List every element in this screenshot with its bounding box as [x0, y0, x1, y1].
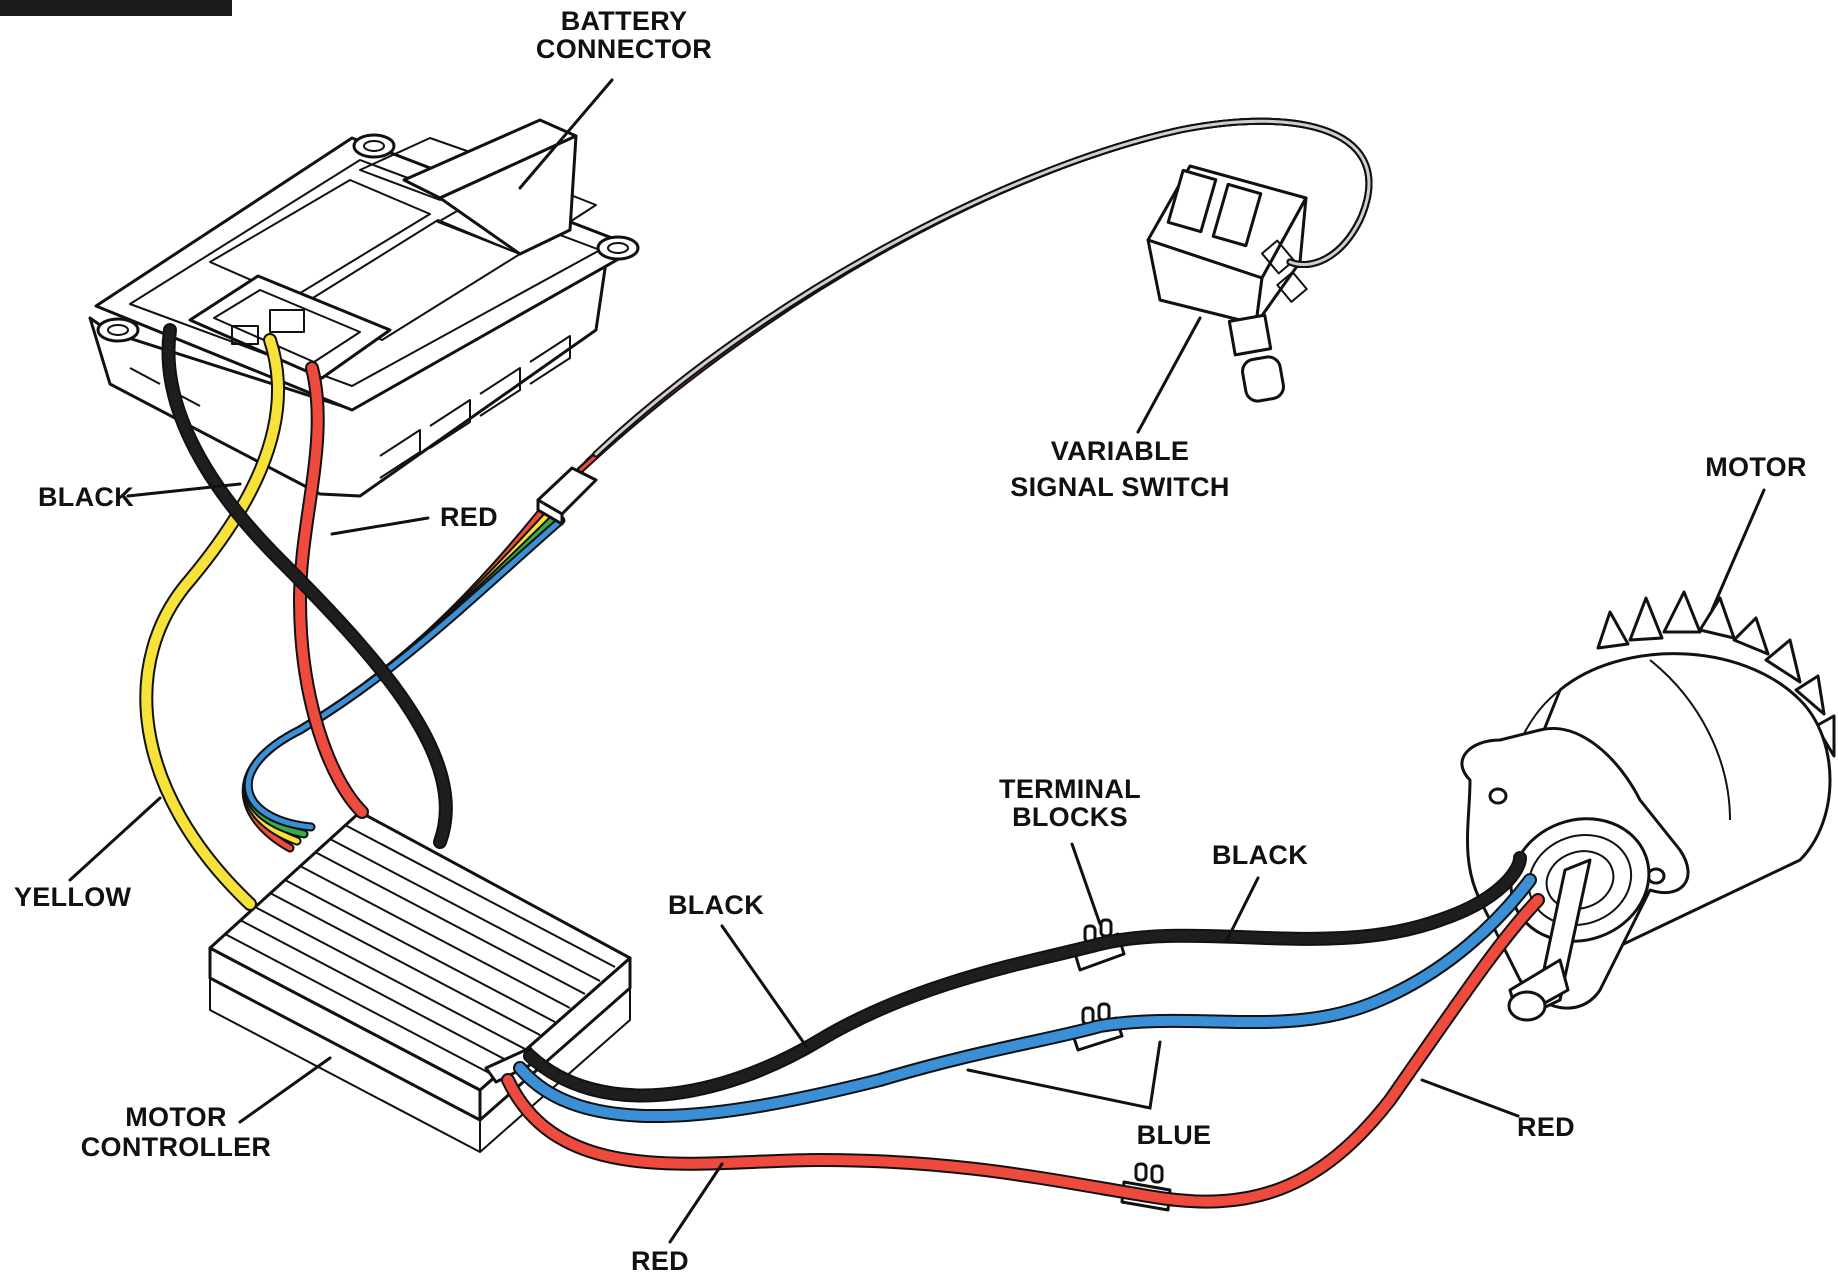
- variable-signal-switch: [1146, 164, 1308, 403]
- label-variable-switch-1: VARIABLE: [1051, 436, 1189, 466]
- leader-terminal-blocks: [1070, 842, 1102, 926]
- power-wires: [139, 323, 1545, 1209]
- label-motor: MOTOR: [1705, 452, 1807, 482]
- leader-red-right: [1420, 1078, 1520, 1118]
- harness-grey-3: [594, 119, 1371, 456]
- wire-red-lower: [503, 895, 1543, 1207]
- motor: [1460, 590, 1836, 1022]
- label-black-top: BLACK: [38, 482, 134, 512]
- leader-yellow: [68, 796, 162, 882]
- label-motor-controller-1: MOTOR: [125, 1102, 227, 1132]
- label-motor-controller-2: CONTROLLER: [81, 1132, 271, 1162]
- wire-black-lower: [525, 853, 1525, 1101]
- label-red-bottom: RED: [631, 1246, 689, 1276]
- label-black-mid: BLACK: [668, 890, 764, 920]
- wire-blue-lower: [515, 875, 1535, 1122]
- label-blue: BLUE: [1137, 1120, 1212, 1150]
- label-variable-switch-2: SIGNAL SWITCH: [1010, 472, 1229, 502]
- wire-black-top: [163, 325, 451, 847]
- wire-red-top: [295, 363, 367, 817]
- leader-variable-switch: [1136, 316, 1202, 434]
- label-battery-connector-1: BATTERY: [561, 6, 688, 36]
- leader-black-right: [1224, 876, 1260, 944]
- leader-motor: [1710, 488, 1766, 612]
- label-black-right: BLACK: [1212, 840, 1308, 870]
- leader-battery-connector: [518, 78, 614, 190]
- label-terminal-blocks-2: BLOCKS: [1012, 802, 1128, 832]
- label-battery-connector-2: CONNECTOR: [536, 34, 712, 64]
- battery-connector: [88, 118, 640, 498]
- leader-black-top: [126, 482, 242, 498]
- leader-blue: [966, 1040, 1162, 1110]
- label-terminal-blocks-1: TERMINAL: [999, 774, 1141, 804]
- signal-connector: [536, 466, 598, 526]
- label-red-right: RED: [1517, 1112, 1575, 1142]
- corner-tab: [0, 0, 232, 16]
- label-yellow: YELLOW: [14, 882, 132, 912]
- label-red-top: RED: [440, 502, 498, 532]
- leader-black-mid: [720, 924, 808, 1048]
- motor-controller: [208, 810, 632, 1153]
- wire-yellow: [141, 335, 284, 909]
- leader-red-bottom: [668, 1162, 724, 1244]
- leader-motor-controller: [238, 1056, 332, 1124]
- leader-red-top: [330, 516, 430, 536]
- signal-harness: [241, 117, 1373, 853]
